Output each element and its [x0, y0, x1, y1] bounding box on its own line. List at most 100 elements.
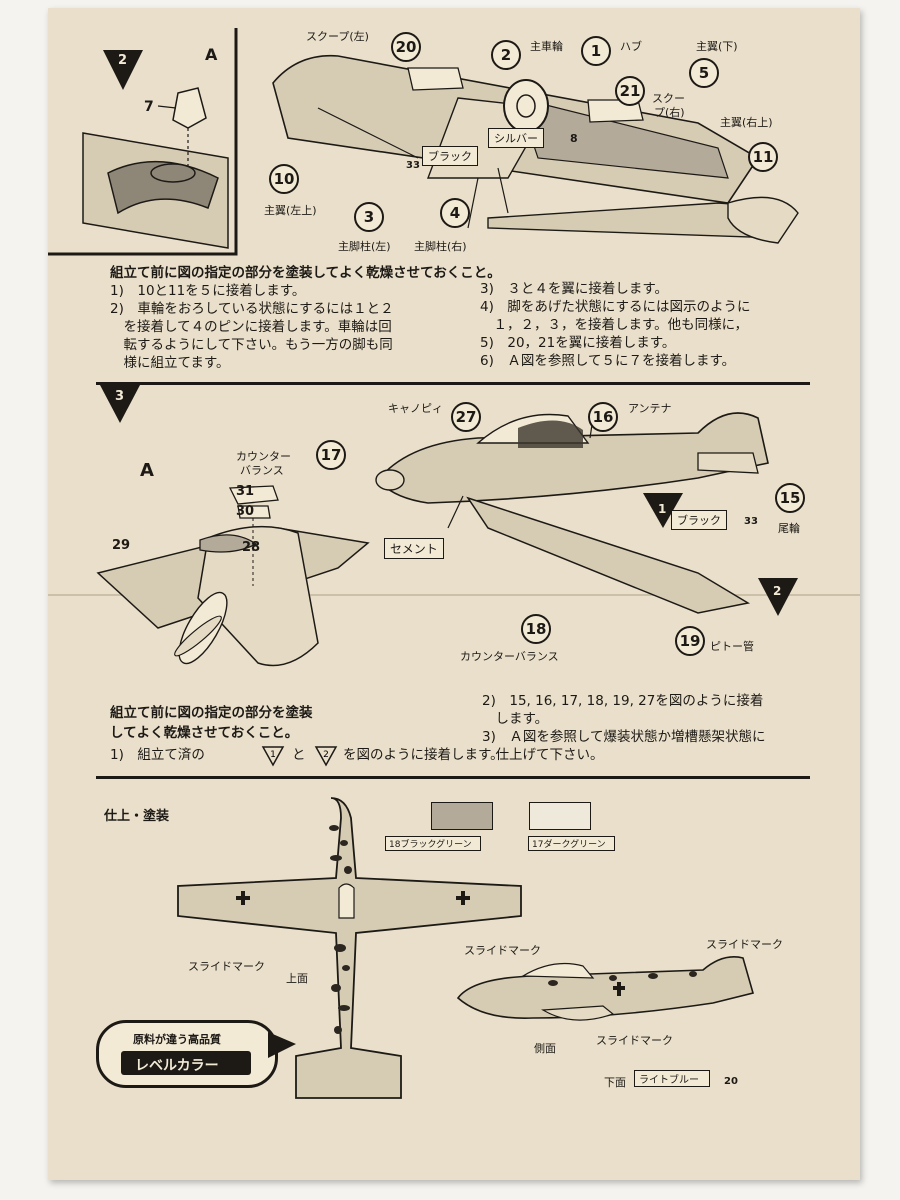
part-20-callout: 20 — [391, 32, 421, 62]
label-scoop-right-1: スクー — [652, 92, 685, 105]
step-3-heading-1: 組立て前に図の指定の部分を塗装 — [110, 705, 313, 721]
decal-label-top-left: スライドマーク — [188, 960, 265, 973]
swatch-black-green — [431, 802, 493, 830]
part-30-label: 30 — [236, 504, 255, 519]
swatch-dark-green — [529, 802, 591, 830]
revell-color-badge: 原料が違う高品質 レベルカラー — [96, 1020, 278, 1088]
badge-tagline: 原料が違う高品質 — [133, 1033, 221, 1046]
decal-label-top-right: スライドマーク — [464, 944, 541, 957]
part-1-callout: 1 — [581, 36, 611, 66]
part-28-label: 28 — [242, 540, 261, 555]
instruction-line: を接着して４のピンに接着します。車輪は回 — [110, 319, 392, 335]
black-color-tag: ブラック — [422, 146, 478, 166]
label-counterbalance: カウンターバランス — [460, 650, 559, 663]
part-31-label: 31 — [236, 484, 255, 499]
part-17-callout: 17 — [316, 440, 346, 470]
color-number-light-blue: 20 — [724, 1076, 738, 1087]
instruction-line: 仕上げて下さい。 — [482, 747, 604, 763]
label-wing-left-upper: 主翼(左上) — [264, 204, 317, 217]
instruction-line: します。 — [482, 711, 549, 727]
instruction-line: 3) ３と４を翼に接着します。 — [480, 281, 669, 297]
cement-tag: セメント — [384, 538, 444, 559]
part-15-callout: 15 — [775, 483, 805, 513]
instruction-part: を図のように接着します。 — [343, 747, 504, 763]
part-19-callout: 19 — [675, 626, 705, 656]
instruction-line: 3) Ａ図を参照して爆装状態か増槽懸架状態に — [482, 729, 766, 745]
part-27-callout: 27 — [451, 402, 481, 432]
color-tag-light-blue: ライトブルー — [634, 1070, 710, 1087]
part-16-callout: 16 — [588, 402, 618, 432]
badge-arrow-icon — [268, 1032, 296, 1058]
label-scoop-left: スクープ(左) — [306, 30, 369, 43]
finish-divider — [96, 776, 810, 779]
bottom-view-label: 下面 — [604, 1076, 626, 1089]
instruction-line: １，２，３，を接着します。他も同様に， — [480, 317, 748, 333]
badge-title: レベルカラー — [135, 1058, 219, 1074]
label-wing-lower: 主翼(下) — [696, 40, 738, 53]
part-4-callout: 4 — [440, 198, 470, 228]
label-canopy: キャノピィ — [388, 402, 443, 415]
label-pitot: ピトー管 — [710, 640, 754, 653]
silver-color-tag: シルバー — [488, 128, 544, 148]
top-view-plane — [177, 797, 522, 1099]
subassembly-2-icon: 2 — [314, 746, 338, 767]
instruction-line: 転するようにして下さい。もう一方の脚も同 — [110, 337, 393, 353]
fuselage-assembly-drawing — [375, 412, 798, 616]
instruction-line: 様に組立てます。 — [110, 355, 230, 371]
label-antenna: アンテナ — [628, 402, 672, 415]
instruction-line: 2) 車輪をおろしている状態にするには１と２ — [110, 301, 394, 317]
label-counterbalance-2: バランス — [240, 464, 284, 477]
black-color-tag: ブラック — [671, 510, 727, 530]
part-18-callout: 18 — [521, 614, 551, 644]
instruction-line: 1) 10と11を５に接着します。 — [110, 283, 306, 299]
part-5-callout: 5 — [689, 58, 719, 88]
part-10-callout: 10 — [269, 164, 299, 194]
instruction-line: 6) Ａ図を参照して５に７を接着します。 — [480, 353, 736, 369]
instruction-line: 5) 20，21を翼に接着します。 — [480, 335, 676, 351]
part-8-label: 8 — [570, 132, 578, 145]
instruction-line: 2) 15, 16, 17, 18, 19, 27を図のように接着 — [482, 693, 764, 709]
step-2-heading: 組立て前に図の指定の部分を塗装してよく乾燥させておくこと。 — [110, 265, 501, 281]
label-gear-leg-right: 主脚柱(右) — [414, 240, 467, 253]
decal-label-side-tail: スライドマーク — [706, 938, 783, 951]
detail-a-label: A — [140, 460, 154, 481]
part-29-label: 29 — [112, 538, 131, 553]
label-wing-right-upper: 主翼(右上) — [720, 116, 773, 129]
label-gear-leg-left: 主脚柱(左) — [338, 240, 391, 253]
label-scoop-right-2: プ(右) — [654, 106, 685, 119]
subassembly-1-mark: 1 — [658, 502, 667, 516]
detail-a-drawing — [96, 485, 370, 667]
step-3-divider — [96, 382, 810, 385]
fold-line — [48, 594, 860, 596]
subassembly-1-icon-number: 1 — [270, 750, 276, 760]
label-counterbalance-1: カウンター — [236, 450, 291, 463]
badge-title-plate: レベルカラー — [121, 1051, 251, 1075]
part-33-label: 33 — [744, 516, 758, 527]
step-3-instruction-1: 1) 組立て済の 1 と 2 を図のように接着します。 — [110, 746, 510, 767]
color-tag-dark-green: 17ダークグリーン — [528, 836, 615, 851]
label-tail-wheel: 尾輪 — [778, 522, 800, 535]
instruction-part: と — [292, 747, 306, 763]
part-33-label: 33 — [406, 160, 420, 171]
part-21-callout: 21 — [615, 76, 645, 106]
wing-assembly-drawing — [272, 54, 799, 244]
instruction-line: 4) 脚をあげた状態にするには図示のように — [480, 299, 751, 315]
instruction-sheet: 2 A 7 20 2 1 21 5 11 10 3 4 8 33 スクープ(左)… — [48, 8, 860, 1180]
step-2-number: 2 — [118, 53, 128, 68]
subassembly-2-icon-number: 2 — [323, 750, 329, 760]
label-main-wheel: 主車輪 — [530, 40, 563, 53]
side-view-label: 側面 — [534, 1042, 556, 1055]
part-2-callout: 2 — [491, 40, 521, 70]
part-11-callout: 11 — [748, 142, 778, 172]
finish-title: 仕上・塗装 — [104, 809, 170, 824]
top-view-label: 上面 — [286, 972, 308, 985]
step-3-marker — [100, 385, 140, 423]
step-3-number: 3 — [115, 389, 125, 404]
side-view-plane — [456, 956, 754, 1021]
inset-part-7: 7 — [144, 99, 154, 115]
inset-a-frame — [48, 28, 238, 256]
instruction-part: 1) 組立て済の — [110, 747, 205, 763]
part-3-callout: 3 — [354, 202, 384, 232]
subassembly-1-icon: 1 — [261, 746, 285, 767]
subassembly-2-mark: 2 — [773, 584, 782, 598]
